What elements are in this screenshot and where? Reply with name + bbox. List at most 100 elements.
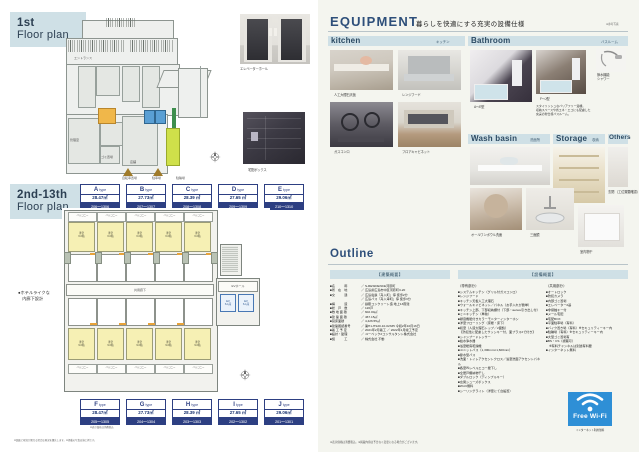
unit-type-chip-b: B type 27.73㎡ 207〜1307 — [126, 184, 166, 211]
common-equipment-list: 〈共用部分〉 ■オートロック ■防犯カメラ ■内部ゴミ置場 ■エレベーター2基 … — [546, 284, 628, 353]
unit-type-suffix: type — [145, 187, 153, 192]
bathroom-description: スタイリッシュなバリアフリー浴槽。 収納スペースや省エネ・エコにも配慮した 充実… — [536, 104, 591, 116]
plan1-caption: 駐輪場 — [176, 176, 186, 180]
spec-row: ■建築確認番号／ 第H1-HS20-10-02335 令和2年10月16日 — [330, 323, 420, 328]
list-item: ■平面駐車場（有料） — [546, 321, 576, 325]
list-item: ■ウォールキャビネット／パネル（お手入れが簡単） — [458, 303, 532, 307]
spec-row: ■所 在 地／ 広島県広島市中区河原町3-20 — [330, 288, 406, 293]
list-item: ■録音機能付きカラーモニターインターホン — [458, 316, 519, 321]
spec-row: ■総 戸 数／ 120戸 — [330, 306, 374, 311]
washbasin-caption: オールワンボウル洗面 — [471, 233, 502, 237]
section-header-storage-jp: 収納 — [592, 138, 599, 142]
section-header-kitchen-jp: キッチン — [436, 40, 450, 44]
building-outline-header: 【建築概要】 — [330, 270, 450, 280]
list-item: ■節水型バス — [458, 352, 476, 357]
shoe-box-caption: 玄関 （工位置要確認） — [608, 190, 639, 194]
list-item: ■浴室暖房乾燥機 — [458, 343, 482, 348]
plan1-caption: 店舗 — [130, 160, 137, 164]
balcony: バルコニー — [155, 212, 184, 222]
three-face-mirror-caption: 三面鏡 — [530, 233, 540, 237]
room-youshitsu: 洋室 9.0帖 — [155, 328, 182, 360]
section-header-storage: Storage — [556, 134, 588, 143]
first-floor-plan-drawing: エントランス 管理室 ゴミ置場 店舗 自転車置場 駐車場 駐輪場 — [60, 10, 260, 185]
list-item: ■ユニットバス（1,300mm×1,600mm） — [458, 348, 513, 352]
shoe-box-photo — [608, 147, 628, 187]
list-item: ■防犯カメラ — [546, 294, 564, 298]
shower-head-photo — [596, 48, 626, 72]
unit-type-area: 29.06㎡ — [264, 194, 304, 204]
three-face-mirror-photo — [526, 188, 574, 230]
ceiling-light-photo — [578, 205, 624, 247]
balcony: バルコニー — [184, 364, 213, 374]
list-item: ■バイク置き場（有料）※セキュリティーキー内 — [546, 325, 613, 330]
unit-type-chip-f: F type 28.47㎡ 205〜1305 — [80, 399, 120, 426]
shower-head-caption: 節水機能 シャワー — [597, 73, 610, 81]
list-item: ■洋室フローリング（床暖・床下） — [458, 321, 507, 325]
spec-row: ■建 築 面 積／ 467.15㎡ — [330, 314, 378, 319]
section-header-bathroom: Bathroom — [471, 36, 511, 45]
section-header-washbasin: Wash basin — [471, 134, 518, 143]
unit-type-range: 204〜1304 — [126, 418, 166, 426]
unit-type-area: 28.39 ㎡ — [172, 194, 212, 204]
unit-type-letter: E — [278, 186, 283, 193]
corridor-design-note: ●ホテルライクな 内廊下設計 — [18, 290, 50, 301]
wifi-icon — [576, 393, 604, 412]
spec-row: ■施 工／ 株式会社 不動 — [330, 336, 385, 341]
burner-icon — [338, 112, 384, 142]
unit-type-letter: C — [185, 186, 191, 193]
common-corridor: 共用廊下 — [66, 284, 214, 296]
unit-type-letter: J — [278, 401, 282, 408]
room-youshitsu: 洋室 9.0帖 — [126, 328, 153, 360]
unit-type-chip-d: D type 27.65 ㎡ 209〜1309 — [218, 184, 258, 211]
unit-type-letter: D — [231, 186, 237, 193]
spec-row: ／ 広島バス『舟入幸町』停 徒歩3分 — [361, 297, 411, 302]
plan1-caption: エントランス — [74, 56, 92, 60]
list-item: ■駐輪場（有料）※セキュリティーキー内 — [546, 330, 603, 334]
free-wifi-badge: Free Wi-Fi — [568, 392, 612, 426]
faucet-icon — [535, 196, 565, 224]
room-youshitsu: 洋室 6.0帖 — [155, 222, 182, 252]
floor2-badge-line2: Floor plan — [17, 201, 69, 213]
bathroom-type2-caption: F〜J型 — [540, 97, 550, 101]
list-item: ■シャンプードレッサー — [458, 334, 491, 339]
unit-type-suffix: type — [99, 187, 107, 192]
spec-row: ■構 造／ 鉄筋コンクリート造 地上13階建 — [330, 301, 410, 306]
list-item: ■大型ゴミ置場有 — [546, 334, 570, 339]
unit-type-area: 27.73㎡ — [126, 409, 166, 419]
spec-row: ■名 称／ S-RESIDENCE河原町 — [330, 284, 396, 288]
elevator-hall: EVホール — [218, 281, 258, 292]
list-item: ■宅配BOX — [546, 316, 561, 321]
list-item: ■Wi-Fi無料 — [458, 384, 474, 388]
unit-type-chip-i: I type 27.65 ㎡ 202〜1302 — [218, 399, 258, 426]
list-item: ■システムキッチン（グリル付ガスコンロ） — [458, 289, 519, 294]
unit-type-suffix: type — [236, 402, 243, 407]
list-item: ■キッチン上部、下部収納棚付（下部・включ引き出し付） — [458, 307, 540, 312]
room-youshitsu: 洋室 6.0帖 — [97, 222, 124, 252]
list-item: ■エレベーター2基 — [546, 303, 572, 307]
list-item: ※有料チャンネルは別途有料要 — [546, 343, 592, 348]
section-header-others: Others — [609, 134, 631, 141]
unit-type-range: 206〜1306 — [80, 203, 120, 211]
compass-icon — [209, 151, 221, 163]
list-item: ■オートロック — [546, 289, 567, 294]
unit-type-chip-e: E type 29.06㎡ 210〜1310 — [264, 184, 304, 211]
unit-type-range: 202〜1302 — [218, 418, 258, 426]
floor2-badge-line1: 2nd-13th — [17, 189, 68, 201]
left-panel: 1st Floor plan — [0, 0, 318, 452]
unit-type-range: 207〜1307 — [126, 203, 166, 211]
unit-type-range: 210〜1310 — [264, 203, 304, 211]
shower-icon — [600, 50, 622, 67]
list-item: ■メール宅配 — [546, 312, 564, 316]
unit-type-letter: G — [139, 401, 145, 408]
private-equipment-list: 〈専有部分〉 ■システムキッチン（グリル付ガスコンロ） ■レンジフード ■キッチ… — [458, 284, 543, 393]
floor1-badge-line1: 1st — [17, 17, 35, 29]
plan1-caption: 自転車置場 — [122, 176, 138, 180]
unit-type-letter: F — [94, 401, 98, 408]
countertop-caption: 人工大理石天板 — [334, 93, 356, 97]
section-header-bathroom-jp: バスルーム — [601, 40, 618, 44]
range-hood-caption: レンジフード — [402, 93, 421, 97]
bathroom-type1-photo — [470, 50, 532, 102]
bathroom-type1-caption: A〜E型 — [474, 105, 485, 109]
unit-type-suffix: type — [145, 402, 153, 407]
unit-type-suffix: type — [237, 187, 245, 192]
